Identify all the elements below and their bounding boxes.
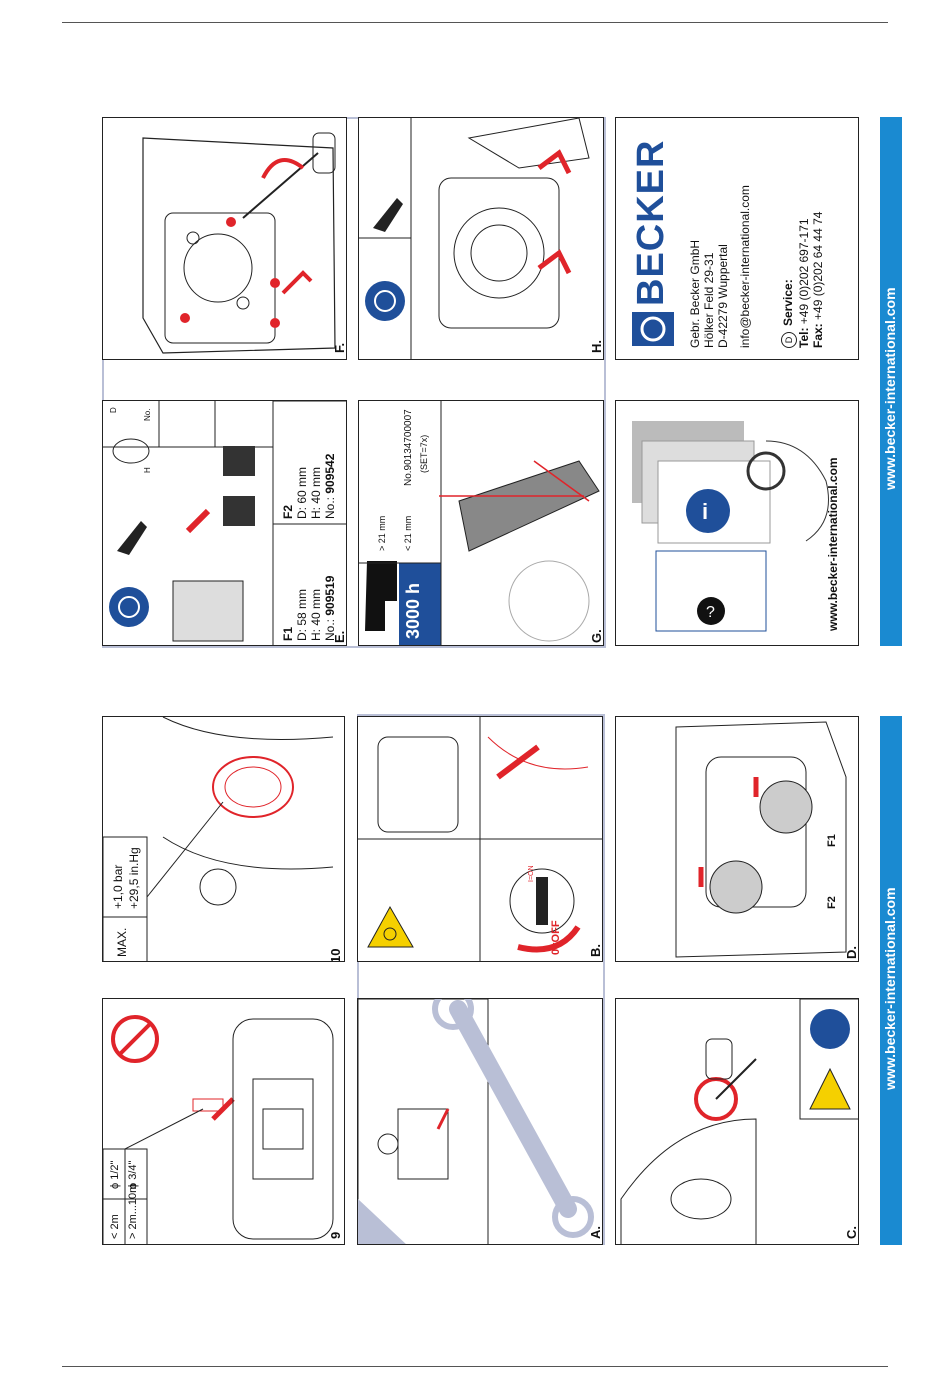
filter-illustration <box>103 401 346 645</box>
bottom-rule <box>62 1366 888 1367</box>
panel-e: F1 D: 58 mm H: 40 mm No.: 909519 F2 D: 6… <box>102 400 347 646</box>
company-email[interactable]: info@becker-international.com <box>738 185 752 348</box>
panel-contact: BECKER Gebr. Becker GmbH Hölker Feld 29-… <box>615 117 859 360</box>
hose-length-short: < 2m <box>109 1214 121 1239</box>
hose-diameter-large: ϕ 3/4" <box>127 1160 139 1189</box>
filter-f2-callout: F2 <box>826 896 838 909</box>
info-illustration: i ? <box>632 421 829 632</box>
country-badge: D <box>781 332 797 348</box>
panel-label: A. <box>588 1226 603 1239</box>
becker-logo <box>630 188 676 348</box>
filter-f1-callout: F1 <box>826 834 838 847</box>
filter-replacement-illustration <box>675 721 847 958</box>
filter-cover-illustration <box>620 999 858 1244</box>
hours-box <box>399 563 441 645</box>
url-bar-lower <box>880 716 902 1245</box>
max-value-inhg: +29,5 in.Hg <box>127 847 141 909</box>
lt-21mm: < 21 mm <box>403 515 413 551</box>
panel-g: 3000 h > 21 mm < 21 mm No.90134700007 (S… <box>358 400 604 646</box>
panel-label: 9 <box>328 1231 343 1239</box>
becker-logo-mark <box>632 312 674 346</box>
panel-f: F. <box>102 117 347 360</box>
top-rule <box>62 22 888 23</box>
filter-f2-number: 909542 <box>323 453 337 494</box>
vane-set-count: (SET=7x) <box>419 434 429 473</box>
panel-label: C. <box>844 1226 859 1239</box>
svg-text:i: i <box>702 499 708 524</box>
filter-f1-name: F1 <box>281 626 295 641</box>
panel-c: C. <box>615 998 859 1245</box>
tel-number: +49 (0)202 697-171 <box>797 218 811 325</box>
filter-f1-number: 909519 <box>323 575 337 616</box>
url-upper: www.becker-international.com <box>882 287 898 490</box>
pump-head-illustration <box>142 132 336 354</box>
switch-on-label: I=ON <box>528 865 535 882</box>
hose-connection-illustration <box>103 1015 334 1244</box>
panel-10: MAX. +1,0 bar +29,5 in.Hg 10 <box>102 716 345 962</box>
max-value-bar: +1,0 bar <box>111 864 125 909</box>
hose-length-long: > 2m...10m <box>127 1183 139 1239</box>
filter-f1-spec: F1 D: 58 mm H: 40 mm No.: 909519 <box>281 576 337 641</box>
tel-label: Tel: <box>797 327 811 348</box>
panel-d: F1 F2 D. <box>615 716 859 962</box>
company-city: D-42279 Wuppertal <box>716 244 730 348</box>
filter-f2-spec: F2 D: 60 mm H: 40 mm No.: 909542 <box>281 454 337 519</box>
panel-label: G. <box>589 629 604 643</box>
hose-diameter-small: ϕ 1/2" <box>109 1160 121 1189</box>
panel-label: D. <box>844 946 859 959</box>
filter-f2-no-prefix: No.: <box>323 493 337 519</box>
dim-h-label: H <box>143 467 152 473</box>
panel-label: B. <box>588 944 603 957</box>
url-lower: www.becker-international.com <box>882 887 898 1090</box>
company-street: Hölker Feld 29-31 <box>702 252 716 348</box>
service-block: D Service: Tel: +49 (0)202 697-171 Fax: +… <box>781 212 825 348</box>
panel-label: F. <box>332 342 347 353</box>
panel-b: 0=OFF I=ON B. <box>357 716 603 962</box>
switch-off-label: 0=OFF <box>550 920 562 955</box>
info-url: www.becker-international.com <box>826 457 840 631</box>
power-off-illustration <box>358 717 602 961</box>
svg-text:?: ? <box>706 604 715 621</box>
url-bar-upper <box>880 117 902 646</box>
tool-wrench-illustration <box>358 999 594 1244</box>
panel-h: H. <box>358 117 604 360</box>
fax-label: Fax: <box>811 323 825 348</box>
cleaning-illustration <box>359 118 590 359</box>
filter-f1-height: H: 40 mm <box>309 588 323 641</box>
fax-number: +49 (0)202 64 44 74 <box>811 211 825 320</box>
panel-9: < 2m > 2m...10m ϕ 1/2" ϕ 3/4" 9 <box>102 998 345 1245</box>
service-label: Service: <box>781 279 795 326</box>
max-label: MAX. <box>115 927 129 957</box>
company-address: Gebr. Becker GmbH Hölker Feld 29-31 D-42… <box>688 240 730 348</box>
becker-logo-text: BECKER <box>630 139 672 306</box>
panel-label: H. <box>589 340 604 353</box>
dim-d-label: D <box>109 407 118 413</box>
company-name: Gebr. Becker GmbH <box>688 239 702 348</box>
filter-f2-height: H: 40 mm <box>309 466 323 519</box>
vane-part-number: No.90134700007 <box>403 409 414 486</box>
vacuum-gauge-illustration <box>103 717 334 961</box>
panel-label: E. <box>332 630 347 643</box>
panel-a: A. <box>357 998 603 1245</box>
panel-info: i ? www.becker-international.com <box>615 400 859 646</box>
panel-label: 10 <box>328 948 343 962</box>
dim-no-label: No. <box>143 408 152 421</box>
filter-f1-diameter: D: 58 mm <box>295 588 309 641</box>
filter-f2-diameter: D: 60 mm <box>295 466 309 519</box>
upper-frame-group <box>102 117 606 648</box>
gt-21mm: > 21 mm <box>377 515 387 551</box>
vane-measure-illustration <box>359 401 600 645</box>
filter-f2-name: F2 <box>281 504 295 519</box>
